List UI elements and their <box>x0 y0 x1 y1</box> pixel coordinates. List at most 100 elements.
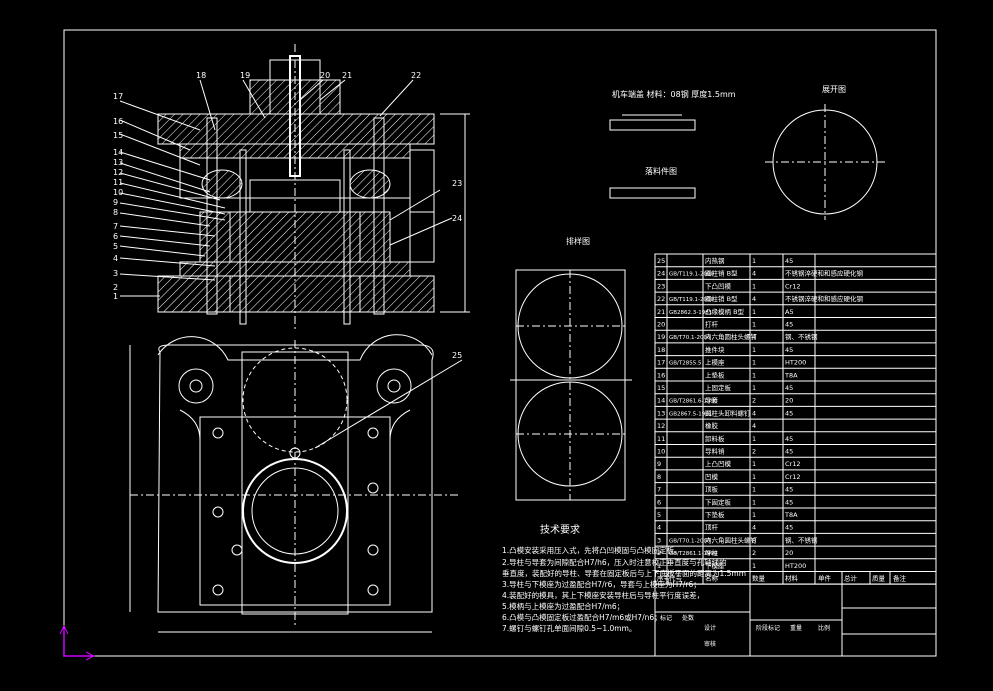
part-number: 19 <box>240 71 250 80</box>
bom-header-cell: 数量 <box>752 574 766 583</box>
bom-header-cell: 质量 <box>872 574 886 583</box>
bom-cell: 4 <box>752 270 756 278</box>
bom-cell: 1 <box>752 257 756 265</box>
part-number: 14 <box>113 148 123 157</box>
tb-cell: 标记 <box>660 614 672 622</box>
plan-view: 25 <box>129 334 463 633</box>
bom-cell: 45 <box>785 498 793 506</box>
bom-cell: 凸缘模柄 B型 <box>705 307 745 316</box>
bom-cell: 内六角圆柱头螺钉 <box>705 332 758 341</box>
part-number: 7 <box>113 222 118 231</box>
bom-cell: 打杆 <box>705 320 719 329</box>
bom-cell: GB2862.3-1981 <box>669 310 712 316</box>
bom-cell: 1 <box>752 473 756 481</box>
bom-cell: 上垫板 <box>705 370 725 379</box>
bom-cell: 9 <box>657 460 661 468</box>
bom-cell: 45 <box>785 435 793 443</box>
part-number: 17 <box>113 92 123 101</box>
bom-cell: 1 <box>752 486 756 494</box>
bom-cell: T8A <box>784 371 798 379</box>
bom-cell: 顶杆 <box>705 523 719 532</box>
bom-cell: 19 <box>657 333 665 341</box>
bom-cell: 10 <box>657 448 665 456</box>
bom-cell: 导套 <box>705 396 719 405</box>
bom-cell: GB/T119.1-2000 <box>669 297 714 303</box>
bom-cell: 4 <box>752 333 756 341</box>
tb-cell: 处数 <box>682 614 694 622</box>
title-block: 标记 处数 设计 审核 阶段标记 重量 比例 <box>654 583 937 657</box>
bom-cell: 45 <box>785 257 793 265</box>
bom-cell: 3 <box>657 536 661 544</box>
callout-25: 25 <box>452 351 462 360</box>
tech-line: 4.装配好的模具，其上下模座安装导柱后与导柱平行度误差， <box>502 590 704 600</box>
tb-cell: 重量 <box>790 624 802 632</box>
bom-cell: 导料销 <box>705 447 725 456</box>
bom-cell: 4 <box>657 524 661 532</box>
bom-cell: 上固定板 <box>705 383 732 392</box>
bom-cell: 凹模 <box>705 472 719 481</box>
tech-line: 2.导柱与导套为间隙配合H7/h6，压入时注意校正垂直度与孔轴线的 <box>502 557 727 567</box>
tb-cell: 设计 <box>704 624 716 632</box>
bom-cell: 2 <box>752 397 756 405</box>
bom-cell: 1 <box>752 498 756 506</box>
bom-cell: 不锈钢淬硬和和感应硬化钢 <box>785 294 864 303</box>
bolt-holes <box>212 427 379 596</box>
bom-cell: Cr12 <box>785 282 800 290</box>
bom-header-cell: 序号 <box>657 574 671 583</box>
tech-line: 6.凸模与凸模固定板过盈配合H7/m6或H7/n6； <box>502 612 662 622</box>
bom-cell: 圆柱销 B型 <box>705 294 738 303</box>
bom-cell: 上凸凹模 <box>705 459 732 468</box>
part-number: 5 <box>113 242 118 251</box>
bom-cell: Cr12 <box>785 473 800 481</box>
bom-cell: GB/T2855.5 <box>669 361 702 367</box>
part-number: 3 <box>113 269 118 278</box>
part-number: 8 <box>113 208 118 217</box>
bom-cell: 8 <box>752 536 756 544</box>
part-number: 6 <box>113 232 118 241</box>
bom-cell: 2 <box>752 448 756 456</box>
bom-cell: 4 <box>752 422 756 430</box>
bom-cell: 下固定板 <box>705 497 732 506</box>
bom-cell: 下模座 <box>705 561 725 570</box>
bom-cell: 1 <box>752 321 756 329</box>
top-part-numbers: 18 19 20 21 22 23 24 <box>196 71 462 246</box>
bom-cell: GB/T70.1-2000 <box>669 538 711 544</box>
bom-cell: 4 <box>752 295 756 303</box>
bom-cell: 1 <box>752 359 756 367</box>
part-number: 13 <box>113 158 123 167</box>
bom-cell: 顶板 <box>705 485 719 494</box>
bom-header-cell: 材料 <box>785 574 799 583</box>
part-number: 21 <box>342 71 352 80</box>
part-views: 机车端盖 材料：08钢 厚度1.5mm 落料件图 展开图 <box>609 85 885 220</box>
bom-cell: 45 <box>785 384 793 392</box>
left-leaders <box>119 100 226 297</box>
bom-cell: 内热钢 <box>705 256 725 265</box>
bom-cell: 18 <box>657 346 665 354</box>
part-number: 9 <box>113 198 118 207</box>
bom-cell: 圆柱销 B型 <box>705 269 738 278</box>
bom-cell: 11 <box>657 435 665 443</box>
bom-header-cell: 单件 <box>818 574 832 583</box>
bom-cell: 24 <box>657 270 665 278</box>
bom-cell: 4 <box>752 524 756 532</box>
part-number: 1 <box>113 292 118 301</box>
tech-line: 5.模柄与上模座为过盈配合H7/m6； <box>502 601 624 611</box>
bom-cell: 上模座 <box>705 358 725 367</box>
bom-cell: 钢、不锈钢 <box>785 332 818 341</box>
part-number: 18 <box>196 71 206 80</box>
part-number: 16 <box>113 117 123 126</box>
tech-requirements: 技术要求 1.凸模安装采用压入式，先将凸凹模固与凸模固定板， 2.导柱与导套为间… <box>502 523 746 633</box>
tech-title: 技术要求 <box>540 523 580 536</box>
bom-cell: 45 <box>785 448 793 456</box>
bom-cell: GB/T2861.6-1990 <box>669 399 718 405</box>
part-number: 15 <box>113 131 123 140</box>
ucs-axis-icon <box>59 624 96 661</box>
bom-cell: 45 <box>785 524 793 532</box>
bom-cell: 下凸凹模 <box>705 281 732 290</box>
part-number: 22 <box>411 71 421 80</box>
bom-cell: 1 <box>752 435 756 443</box>
tb-cell: 比例 <box>818 624 830 632</box>
tech-line: 1.凸模安装采用压入式，先将凸凹模固与凸模固定板， <box>502 545 682 555</box>
